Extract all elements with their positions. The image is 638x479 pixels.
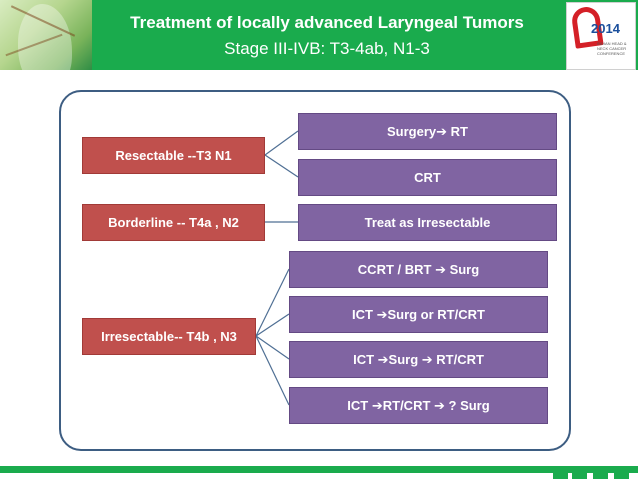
- category-irresectable: Irresectable-- T4b , N3: [82, 318, 256, 355]
- footer-square: [593, 466, 608, 479]
- option-ict-rtcrt-surg: ICT ➔RT/CRT ➔ ? Surg: [289, 387, 548, 424]
- connector-line: [255, 313, 290, 337]
- category-borderline: Borderline -- T4a , N2: [82, 204, 265, 241]
- footer-bar: [0, 466, 638, 473]
- header-bar: Treatment of locally advanced Laryngeal …: [0, 0, 638, 70]
- connector-line: [264, 154, 299, 178]
- connector-line: [255, 335, 290, 360]
- option-ict-surg-or-rtcrt: ICT ➔Surg or RT/CRT: [289, 296, 548, 333]
- slide-subtitle: Stage III-IVB: T3-4ab, N1-3: [224, 39, 430, 58]
- option-crt: CRT: [298, 159, 557, 196]
- option-treat-irresectable: Treat as Irresectable: [298, 204, 557, 241]
- category-resectable: Resectable --T3 N1: [82, 137, 265, 174]
- option-ccrt-brt-surg: CCRT / BRT ➔ Surg: [289, 251, 548, 288]
- anatomy-illustration: [0, 0, 92, 70]
- footer-square: [572, 466, 587, 479]
- logo-caption: INDIAN HEAD & NECK CANCER CONFERENCE: [597, 41, 627, 56]
- connector-line: [255, 268, 290, 337]
- slide-title: Treatment of locally advanced Laryngeal …: [130, 13, 524, 32]
- connector-line: [264, 130, 299, 156]
- footer-square: [553, 466, 568, 479]
- option-surgery-rt: Surgery➔ RT: [298, 113, 557, 150]
- conference-logo: 2014 INDIAN HEAD & NECK CANCER CONFERENC…: [566, 2, 636, 70]
- footer-square: [614, 466, 629, 479]
- connector-line: [255, 335, 290, 406]
- logo-year: 2014: [591, 21, 620, 36]
- option-ict-surg-rtcrt: ICT ➔Surg ➔ RT/CRT: [289, 341, 548, 378]
